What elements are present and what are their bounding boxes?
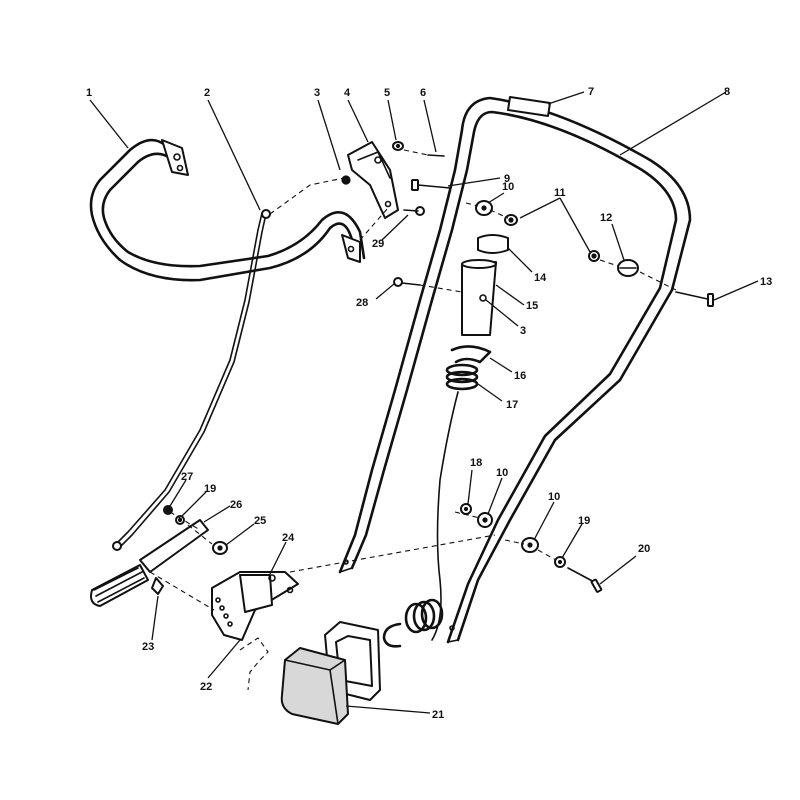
callout-11: 11: [554, 187, 566, 199]
callout-20: 20: [638, 543, 650, 555]
tube-15: [461, 259, 497, 336]
nut-11-left: [504, 214, 518, 226]
callout-7: 7: [588, 86, 594, 98]
cable-clip: [382, 622, 402, 648]
callout-6: 6: [420, 87, 426, 99]
cable-spring: [404, 598, 444, 634]
bolt-13: [675, 291, 714, 307]
nut-11-right: [588, 250, 600, 262]
callout-19-left: 19: [204, 483, 216, 495]
callout-24: 24: [282, 532, 295, 544]
callout-3-top: 3: [314, 87, 320, 99]
callout-3-mid: 3: [520, 325, 526, 337]
spacer-10-top: [475, 200, 493, 216]
washer-25: [212, 541, 228, 555]
washer-18: [460, 503, 472, 515]
callout-25: 25: [254, 515, 266, 527]
nut-3-mid: [479, 294, 487, 302]
clip-16: [450, 345, 492, 364]
plate-22-24: [211, 571, 299, 641]
callout-17: 17: [506, 399, 518, 411]
callout-labels: 1 2 3 4 5 6 7 8 9 10 11 12 13 14 15 3 16…: [86, 86, 772, 721]
grip-label: [507, 96, 551, 117]
leader-lines: [89, 91, 759, 714]
callout-12: 12: [600, 212, 612, 224]
callout-1: 1: [86, 87, 92, 99]
mount-outline: [239, 637, 269, 691]
callout-18: 18: [470, 457, 482, 469]
callout-27: 27: [181, 471, 193, 483]
cap-14: [477, 234, 509, 254]
air-filter-21: [280, 621, 381, 725]
pivot-23: [151, 577, 164, 595]
callout-10-right: 10: [548, 491, 560, 503]
spacer-10-right: [521, 537, 539, 553]
callout-10-mid: 10: [496, 467, 508, 479]
control-bail: [89, 138, 366, 282]
assembly-lines: [149, 149, 677, 611]
callout-26: 26: [230, 499, 242, 511]
callout-23: 23: [142, 641, 154, 653]
callout-14: 14: [534, 272, 547, 284]
main-handle: [338, 96, 692, 644]
callout-15: 15: [526, 300, 538, 312]
callout-10-top: 10: [502, 181, 514, 193]
lever-26: [90, 519, 209, 607]
control-cable: [431, 391, 459, 641]
bolt-9: [411, 179, 451, 191]
control-rod: [112, 209, 271, 551]
spacer-10-mid: [477, 512, 493, 528]
callout-16: 16: [514, 370, 526, 382]
bolt-20: [567, 567, 603, 593]
washer-19-left: [175, 515, 185, 525]
washer-19-right: [554, 556, 566, 568]
screw-29: [403, 206, 425, 216]
callout-22: 22: [200, 681, 212, 693]
spring-17: [445, 363, 479, 391]
screw-28: [393, 277, 421, 287]
callout-29: 29: [372, 238, 384, 250]
callout-19-right: 19: [578, 515, 590, 527]
callout-4: 4: [344, 87, 351, 99]
callout-9: 9: [504, 173, 510, 185]
callout-5: 5: [384, 87, 390, 99]
nut-27: [163, 505, 173, 515]
callout-2: 2: [204, 87, 210, 99]
washer-5: [392, 141, 404, 151]
callout-28: 28: [356, 297, 368, 309]
bracket: [347, 141, 399, 219]
screw-6: [427, 154, 445, 157]
callout-13: 13: [760, 276, 772, 288]
callout-8: 8: [724, 86, 730, 98]
nut-3-top: [341, 175, 351, 185]
callout-21: 21: [432, 709, 444, 721]
knob-12: [617, 259, 639, 277]
